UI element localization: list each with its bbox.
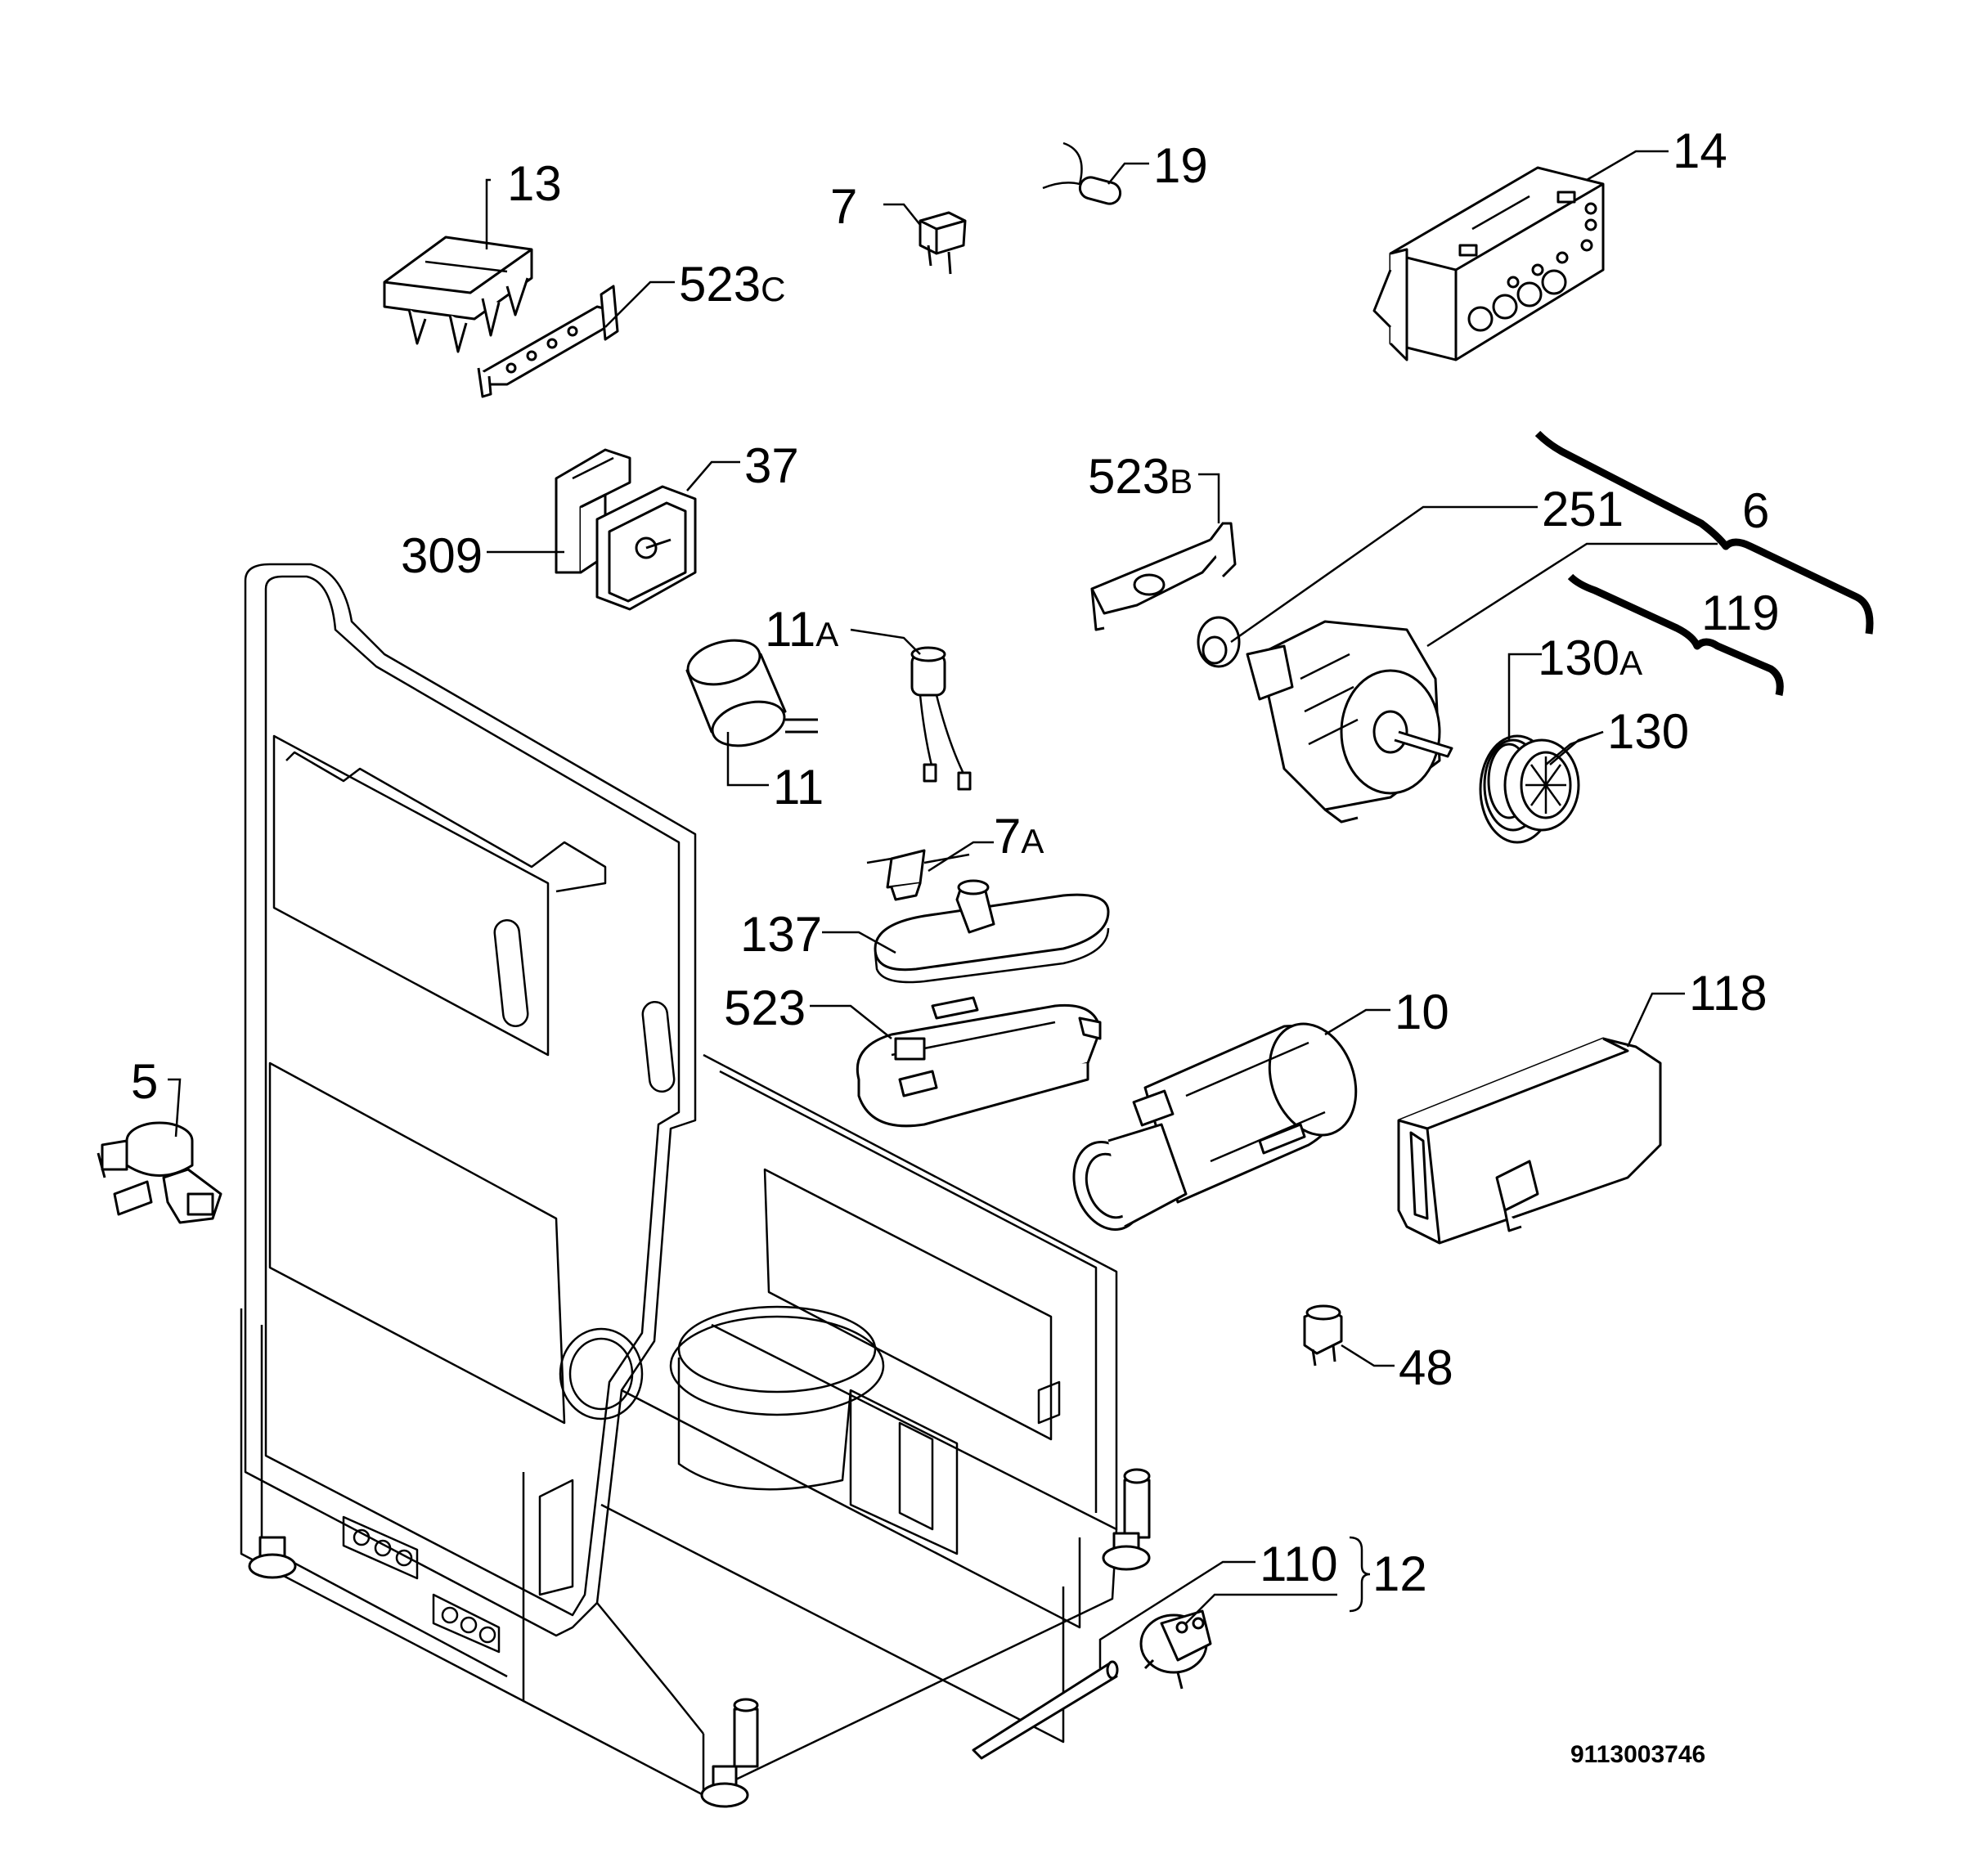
label-110: 110	[1260, 1537, 1338, 1591]
part-19	[1042, 141, 1122, 205]
label-130a: 130A	[1538, 631, 1642, 685]
part-6-motor	[1246, 620, 1453, 824]
label-11: 11	[773, 760, 824, 815]
part-110	[972, 1660, 1119, 1760]
part-7a	[866, 849, 970, 901]
label-14: 14	[1673, 123, 1727, 178]
part-14	[1372, 166, 1605, 361]
label-7a: 7A	[994, 809, 1044, 864]
part-251	[1197, 616, 1241, 668]
label-523c: 523C	[679, 257, 785, 312]
frame-feet	[248, 1468, 1151, 1808]
label-48: 48	[1399, 1340, 1453, 1395]
part-13	[383, 236, 533, 353]
part-130	[1479, 734, 1580, 844]
part-10-heater	[1072, 1022, 1358, 1231]
part-523	[856, 996, 1102, 1128]
label-137: 137	[740, 907, 822, 962]
label-12: 12	[1372, 1546, 1427, 1601]
label-7: 7	[830, 179, 857, 234]
part-523c	[477, 285, 619, 398]
part-523b	[1090, 522, 1237, 631]
label-251: 251	[1542, 482, 1624, 536]
label-19: 19	[1153, 138, 1208, 193]
part-48	[1303, 1304, 1343, 1367]
label-13: 13	[507, 156, 562, 211]
part-5-valve	[97, 1121, 222, 1224]
label-309: 309	[401, 528, 483, 583]
part-37	[595, 485, 697, 611]
label-130: 130	[1607, 704, 1689, 759]
label-10: 10	[1395, 985, 1449, 1039]
part-7	[919, 211, 967, 275]
label-118: 118	[1689, 966, 1768, 1021]
label-6: 6	[1742, 483, 1769, 538]
part-11a	[910, 646, 972, 791]
label-37: 37	[744, 438, 799, 493]
base-holes	[342, 1515, 501, 1654]
label-5: 5	[131, 1054, 158, 1109]
part-labels: 13 523C 7 19 14 37 309 523B 251 6 119 11…	[131, 123, 1780, 1768]
label-523b: 523B	[1088, 449, 1193, 504]
part-11-capacitor	[685, 639, 818, 747]
part-118	[1397, 1037, 1662, 1245]
part-12	[1139, 1609, 1212, 1690]
label-119: 119	[1701, 586, 1780, 640]
part-137	[874, 879, 1110, 984]
dishwasher-frame	[240, 563, 1151, 1808]
leader-lines	[168, 150, 1874, 1668]
label-523: 523	[724, 981, 806, 1035]
label-11a: 11A	[765, 602, 838, 657]
reference-number: 9113003746	[1570, 1741, 1705, 1768]
